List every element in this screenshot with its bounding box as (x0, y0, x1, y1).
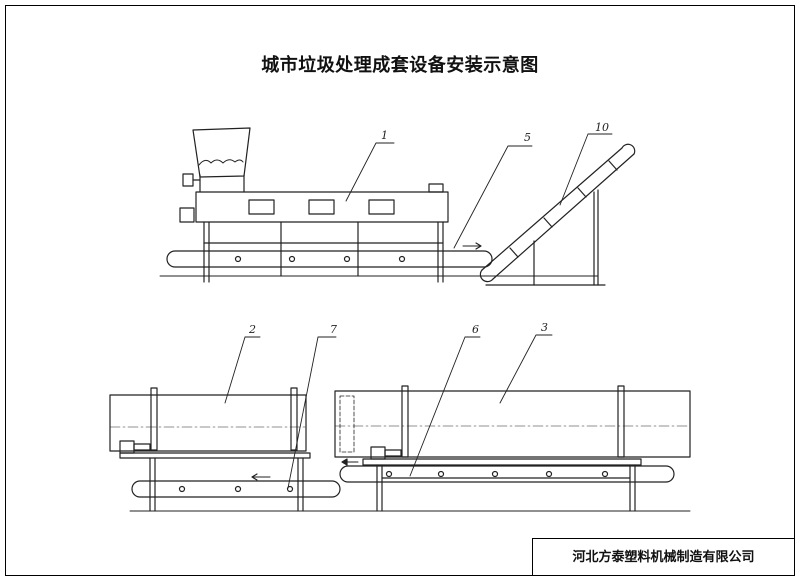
part-label-6: 6 (472, 323, 479, 336)
drawing-frame (5, 5, 795, 576)
drum-2 (109, 387, 341, 512)
part-label-7: 7 (330, 323, 337, 336)
machine-1-feeder (159, 127, 599, 283)
part-label-1: 1 (381, 129, 388, 142)
inclined-conveyor-10 (479, 143, 636, 286)
company-name: 河北方泰塑料机械制造有限公司 (572, 550, 755, 565)
diagram-title: 城市垃圾处理成套设备安装示意图 (261, 55, 539, 76)
leader-lines (224, 133, 613, 489)
part-label-3: 3 (541, 321, 548, 334)
title-block (532, 538, 795, 576)
part-label-2: 2 (248, 323, 256, 336)
part-label-5: 5 (524, 131, 531, 144)
drum-3 (334, 385, 691, 512)
part-label-10: 10 (595, 121, 609, 134)
